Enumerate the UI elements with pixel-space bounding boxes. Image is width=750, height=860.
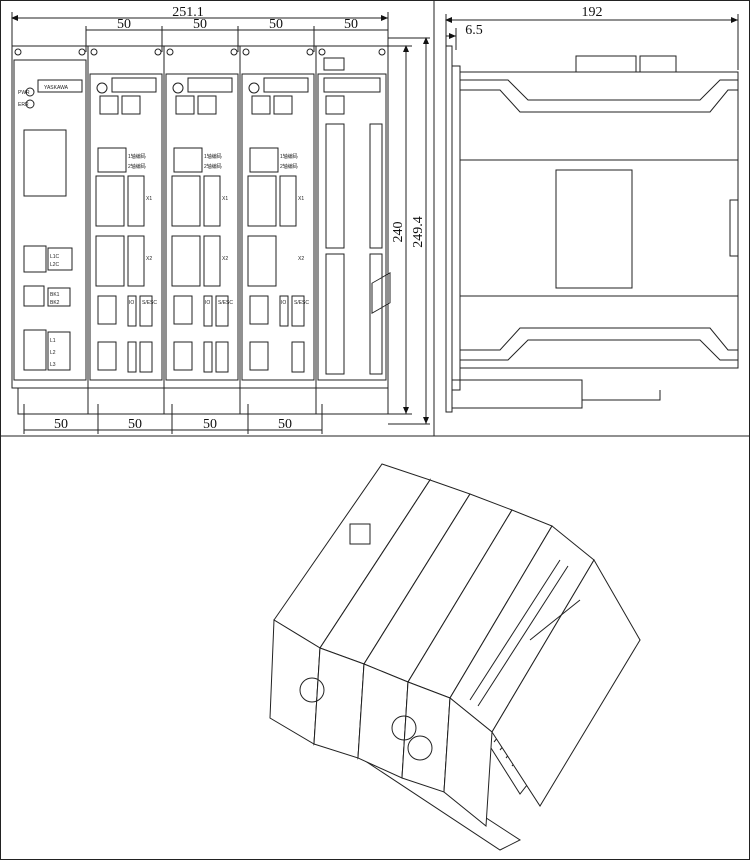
dim-height-inner: 240 <box>391 222 406 243</box>
axis1-stat: S/ESC <box>142 300 157 306</box>
axis2-stat: S/ESC <box>218 300 233 306</box>
axis2-io: X2 <box>222 256 228 262</box>
dim-bottom-3: 50 <box>203 417 217 432</box>
axis1-tag: IO <box>129 300 134 306</box>
dim-height-outer: 249.4 <box>411 216 426 248</box>
label-l2c: L2C <box>50 262 60 268</box>
isometric-view <box>269 272 641 851</box>
dim-bottom-4: 50 <box>278 417 292 432</box>
brand-text: YASKAWA <box>44 85 69 91</box>
axis1-port-2: 2轴编码 <box>128 163 146 170</box>
axis3-stat: S/ESC <box>294 300 309 306</box>
dim-overall-width: 251.1 <box>172 5 204 20</box>
axis3-io: X2 <box>298 256 304 262</box>
io-module <box>315 45 389 389</box>
axis2-tag: IO <box>205 300 210 306</box>
label-bk2: BK2 <box>50 300 60 306</box>
label-l2: L2 <box>50 350 56 356</box>
dim-top-2: 50 <box>193 17 207 32</box>
axis3-port-2: 2轴编码 <box>280 163 298 170</box>
axis1-io: X2 <box>146 256 152 262</box>
axis3-port-1: 1轴编码 <box>280 153 298 160</box>
dim-depth: 192 <box>582 5 603 20</box>
axis2-port-1: 1轴编码 <box>204 153 222 160</box>
label-err: ERR <box>18 102 29 108</box>
axis-module-1 <box>87 45 165 389</box>
axis3-tag: IO <box>281 300 286 306</box>
din-feet <box>17 387 389 415</box>
axis2-port-2: 2轴编码 <box>204 163 222 170</box>
axis2-enc: X1 <box>222 196 228 202</box>
dim-bottom-2: 50 <box>128 417 142 432</box>
dim-top-4: 50 <box>344 17 358 32</box>
dim-rail-offset: 6.5 <box>465 23 483 38</box>
front-view <box>11 12 430 434</box>
axis3-enc: X1 <box>298 196 304 202</box>
label-bk1: BK1 <box>50 292 60 298</box>
label-l1c: L1C <box>50 254 60 260</box>
axis-module-2 <box>163 45 241 389</box>
dim-top-1: 50 <box>117 17 131 32</box>
side-view <box>445 14 739 413</box>
label-pwr: PWR <box>18 90 30 96</box>
dim-bottom-1: 50 <box>54 417 68 432</box>
label-l1: L1 <box>50 338 56 344</box>
axis-module-3 <box>239 45 317 389</box>
axis1-port-1: 1轴编码 <box>128 153 146 160</box>
power-module <box>11 45 89 389</box>
axis1-enc: X1 <box>146 196 152 202</box>
label-l3: L3 <box>50 362 56 368</box>
dim-top-3: 50 <box>269 17 283 32</box>
